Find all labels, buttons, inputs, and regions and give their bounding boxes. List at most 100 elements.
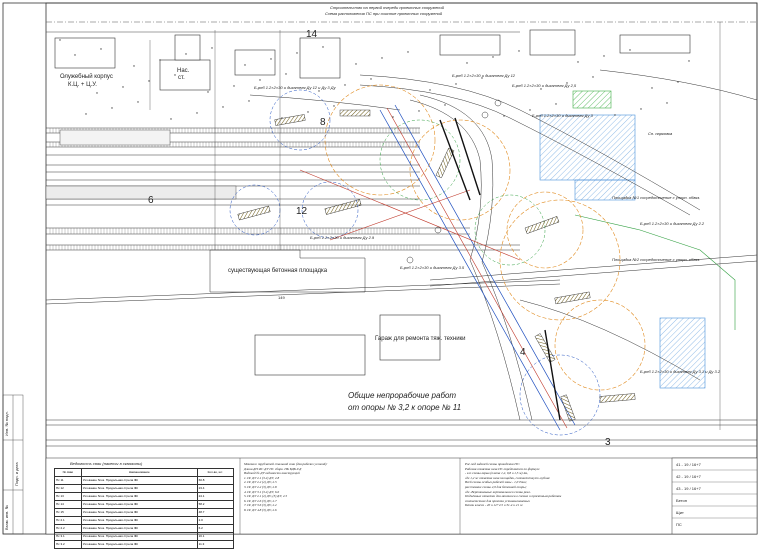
table-cell: Укл-вание блок. Продольная стрела ФК bbox=[80, 540, 198, 549]
notes-1-line: Водовод № ДУ ведомости конструкций bbox=[244, 471, 300, 476]
side-stamp-a: Инв. № подл. bbox=[4, 411, 9, 436]
station-platform bbox=[59, 129, 171, 146]
stamp-row: 42 - 19 / 16+7 bbox=[676, 474, 701, 479]
sheet-frame bbox=[2, 2, 758, 535]
table-header: Наименование bbox=[80, 468, 198, 477]
green-contour bbox=[574, 214, 736, 330]
callout-3: Б-рпб 1.2×2×30 и дигателя Ду 2,5 bbox=[512, 83, 577, 88]
header-line-2: Схема расположения ПС при очистке проект… bbox=[325, 11, 443, 16]
notes-1-line: 5. Пс ДУ 2.1 (2) ДУ, (3) ДУ, 2.5 bbox=[244, 494, 288, 499]
right-stamp bbox=[671, 457, 758, 535]
stamp-row: Щит bbox=[676, 510, 684, 515]
notes-2-line: где -Вертикальные вертикального схемы ре… bbox=[465, 489, 531, 494]
notes-2-line: расстояние схемы 2,0 для бетонной опоры; bbox=[465, 484, 527, 489]
table-cell: Пс 2.2 bbox=[54, 524, 82, 533]
table-cell: 2.0 bbox=[196, 516, 235, 525]
table-header: № сваи bbox=[54, 468, 82, 477]
stamp-row: ПС bbox=[676, 522, 682, 527]
table-cell: Укл-вание блок. Продольная стрела ФК bbox=[80, 516, 198, 525]
notes-2-line: где 1,2 м: отметка низа площадки, соотве… bbox=[465, 475, 550, 480]
repair-garage-label: Гараж для ремонта тяж. техники bbox=[375, 336, 466, 342]
work-zone-line-1: Общие непрорабочие работ bbox=[348, 391, 457, 400]
side-stamp bbox=[2, 394, 24, 535]
sector-number-14: 14 bbox=[306, 29, 318, 40]
callout-4: Б-рпб 1.2×2×30 и дигателя Ду 3 bbox=[532, 113, 593, 118]
table-cell: 58.2 bbox=[196, 500, 235, 509]
notes-2-line: - его схемы взрыв (плита 1,2, 0,8 и 1,5 … bbox=[465, 471, 528, 476]
callout-1: Б-рпб 1.2×2×30 и дигателя Ду 12 bbox=[452, 73, 516, 78]
curved-tracks bbox=[249, 69, 758, 421]
crane-markers bbox=[237, 109, 636, 422]
side-stamp-c: Взам. инв. № bbox=[4, 505, 9, 530]
table-cell: Укл-вание блок. Продольная стрела ФК bbox=[80, 476, 198, 485]
table-cell: Пс 12 bbox=[54, 484, 82, 493]
callout-8: Б-рпб 1.2×2×30 и дигателя Ду 3.1 и Ду 3.… bbox=[640, 369, 721, 374]
table-cell: Укл-вание блок. Продольная стрела ФК bbox=[80, 524, 198, 533]
notes-1-line: 1. Пс ДУ 2.1 (3.2) ДУ, 2.8 bbox=[244, 475, 280, 480]
notes-1-line: 4. Пс ДУ 3.1 (3.2) ДУ, 6.6 bbox=[244, 489, 280, 494]
header-line-1: Строительство на первой очереди проектны… bbox=[330, 5, 444, 10]
notes-1-line: 2. Пс ДУ 2.2 (2) ДУ, 2.5 bbox=[244, 480, 277, 485]
pump-label: Нас. bbox=[177, 68, 190, 74]
notes-2-line: Всей схемы особых рабочей зоны - 1,0 Тон… bbox=[465, 480, 527, 485]
bridge-corridor bbox=[379, 104, 576, 431]
dimension-149: 149 bbox=[278, 295, 285, 300]
notes-block-1: Монтаж трубчатой стальной сваи (для рабо… bbox=[244, 462, 327, 513]
site-1-label: Площадка №1 сосредоточение с упорн. обвя… bbox=[612, 195, 701, 200]
concrete-pad bbox=[209, 249, 366, 293]
table-cell: 11.3 bbox=[196, 540, 235, 549]
concrete-area-label: существующая бетонная площадка bbox=[228, 268, 328, 274]
notes-block-2: Рис.под задачей схемы проведения ПС: Раб… bbox=[465, 462, 561, 508]
crane-reach-green bbox=[379, 119, 546, 266]
bridge-corridor-red bbox=[299, 107, 568, 429]
table-cell: Пс 2.1 bbox=[54, 516, 82, 525]
sector-number-8: 8 bbox=[320, 117, 326, 128]
site-2-label: Площадка №2 сосредоточение с упорн. обвя… bbox=[612, 257, 701, 262]
notes-2-line: Бетон класса - 20 и 12+2.5 и 31-4 и 21 ж bbox=[465, 503, 523, 508]
notes-1-line: 3. Пс ДУ 2.2 (3) ДУ, 2.8 bbox=[244, 484, 277, 489]
notes-2-title: Рис.под задачей схемы проведения ПС: bbox=[465, 462, 521, 466]
table-cell: Укл-вание блок. Продольная стрела ФК bbox=[80, 492, 198, 501]
trees bbox=[59, 39, 690, 120]
table-cell: Укл-вание блок. Продольная стрела ФК bbox=[80, 508, 198, 517]
parking-label: Сп. парковка bbox=[648, 131, 673, 136]
callout-6: Б-рпб 1.2×2×30 и дигателя Ду 2.2 bbox=[640, 221, 705, 226]
table-cell: Укл-вание блок. Продольная стрела ФК bbox=[80, 484, 198, 493]
service-building-label: Служебный корпус bbox=[60, 74, 113, 80]
buildings bbox=[54, 29, 691, 376]
notes-1-line: 7. Пс ДУ 3.6 (3) ДУ, 2.2 bbox=[244, 503, 277, 508]
callout-7: Б-рпб 1.2×2×30 и дигателя Ду 3.5 bbox=[400, 265, 465, 270]
stamp-row: 43 - 19 / 16+7 bbox=[676, 486, 701, 491]
table-cell: 24.1 bbox=[196, 492, 235, 501]
hatched-area-green bbox=[572, 90, 612, 109]
pump-label-2: ст. bbox=[178, 75, 185, 81]
sector-number-4: 4 bbox=[520, 347, 526, 358]
table-cell: Укл-вание блок. Продольная стрела ФК bbox=[80, 500, 198, 509]
notes-1-title: Монтаж трубчатой стальной сваи (для рабо… bbox=[244, 462, 328, 466]
table-cell: Пс 11 bbox=[54, 476, 82, 485]
stamp-row: 41 - 19 / 16+7 bbox=[676, 462, 701, 467]
table-cell: 48.7 bbox=[196, 508, 235, 517]
table-cell: 23.4 bbox=[196, 484, 235, 493]
table-cell: 60.8 bbox=[196, 476, 235, 485]
grid-lines bbox=[149, 22, 721, 430]
pile-table-title: Ведомость сваи (пакеты в скважины) bbox=[70, 461, 143, 466]
sector-number-12: 12 bbox=[296, 206, 308, 217]
notes-1-line: Длина ДП ФС ДУ ПС сборк. ПК БДБ-Т.Д bbox=[244, 466, 302, 471]
table-cell: Пс 3.2 bbox=[54, 540, 82, 549]
table-cell: 6.2 bbox=[196, 524, 235, 533]
site-plan bbox=[2, 2, 758, 535]
sector-number-6: 6 bbox=[148, 195, 154, 206]
service-building-sub: К.Ц. + Ц.У. bbox=[68, 82, 97, 88]
hatched-area-blue-2 bbox=[659, 317, 706, 389]
table-cell: Пс 13 bbox=[54, 492, 82, 501]
table-header: Кол-во, шт. bbox=[196, 468, 235, 477]
